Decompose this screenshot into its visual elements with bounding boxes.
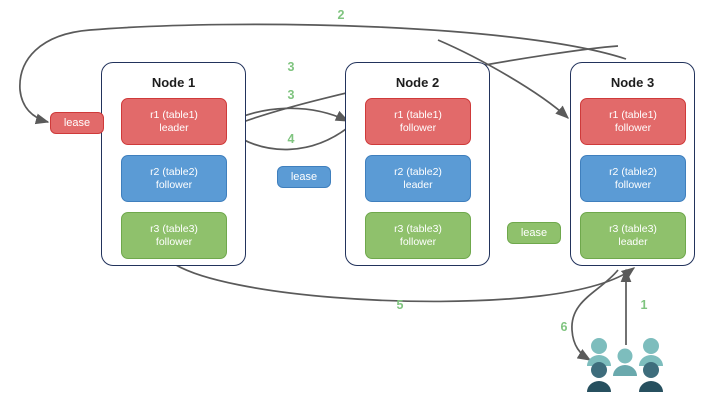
step-label-2: 2	[331, 8, 351, 22]
step-text: 1	[640, 298, 648, 312]
replica-name: r2 (table2)	[150, 165, 198, 178]
replica-r1[interactable]: r1 (table1) follower	[580, 98, 686, 145]
replica-name: r1 (table1)	[394, 108, 442, 121]
node-title: Node 1	[151, 75, 196, 90]
step-text: 3	[287, 60, 295, 74]
replica-r3[interactable]: r3 (table3) follower	[365, 212, 471, 259]
lease-label: lease	[63, 117, 91, 129]
node-box-1[interactable]: Node 1 r1 (table1) leader r2 (table2) fo…	[101, 62, 246, 266]
lease-badge-red[interactable]: lease	[50, 112, 104, 134]
replica-r1[interactable]: r1 (table1) leader	[121, 98, 227, 145]
clients-icon	[587, 338, 663, 392]
replica-r2[interactable]: r2 (table2) leader	[365, 155, 471, 202]
lease-label: lease	[290, 171, 318, 183]
replica-r3[interactable]: r3 (table3) follower	[121, 212, 227, 259]
node-title: Node 3	[610, 75, 655, 90]
step-label-3-upper: 3	[281, 60, 301, 74]
lease-badge-blue[interactable]: lease	[277, 166, 331, 188]
replica-r2[interactable]: r2 (table2) follower	[580, 155, 686, 202]
replica-name: r2 (table2)	[394, 165, 442, 178]
node-title: Node 2	[395, 75, 440, 90]
replica-role: leader	[618, 235, 648, 248]
replica-role: follower	[155, 178, 193, 191]
replica-role: follower	[155, 235, 193, 248]
node-box-3[interactable]: Node 3 r1 (table1) follower r2 (table2) …	[570, 62, 695, 266]
replica-name: r3 (table3)	[394, 222, 442, 235]
replica-name: r3 (table3)	[150, 222, 198, 235]
replica-name: r2 (table2)	[609, 165, 657, 178]
lease-label: lease	[520, 227, 548, 239]
replica-role: follower	[399, 121, 437, 134]
step-label-1: 1	[634, 298, 654, 312]
step-label-5: 5	[390, 298, 410, 312]
step-label-3-lower: 3	[281, 88, 301, 102]
edge-step-5	[175, 264, 636, 303]
node-box-2[interactable]: Node 2 r1 (table1) follower r2 (table2) …	[345, 62, 490, 266]
step-text: 2	[337, 8, 345, 22]
step-label-4: 4	[281, 132, 301, 146]
replica-role: follower	[614, 121, 652, 134]
step-text: 5	[396, 298, 404, 312]
replica-r1[interactable]: r1 (table1) follower	[365, 98, 471, 145]
replica-r2[interactable]: r2 (table2) follower	[121, 155, 227, 202]
step-text: 4	[287, 132, 295, 146]
replica-role: follower	[614, 178, 652, 191]
step-text: 3	[287, 88, 295, 102]
replica-role: follower	[399, 235, 437, 248]
step-label-6: 6	[554, 320, 574, 334]
replica-r3[interactable]: r3 (table3) leader	[580, 212, 686, 259]
replica-name: r1 (table1)	[150, 108, 198, 121]
replica-role: leader	[159, 121, 189, 134]
replica-name: r3 (table3)	[609, 222, 657, 235]
lease-badge-green[interactable]: lease	[507, 222, 561, 244]
replica-name: r1 (table1)	[609, 108, 657, 121]
step-text: 6	[560, 320, 568, 334]
replica-role: leader	[403, 178, 433, 191]
